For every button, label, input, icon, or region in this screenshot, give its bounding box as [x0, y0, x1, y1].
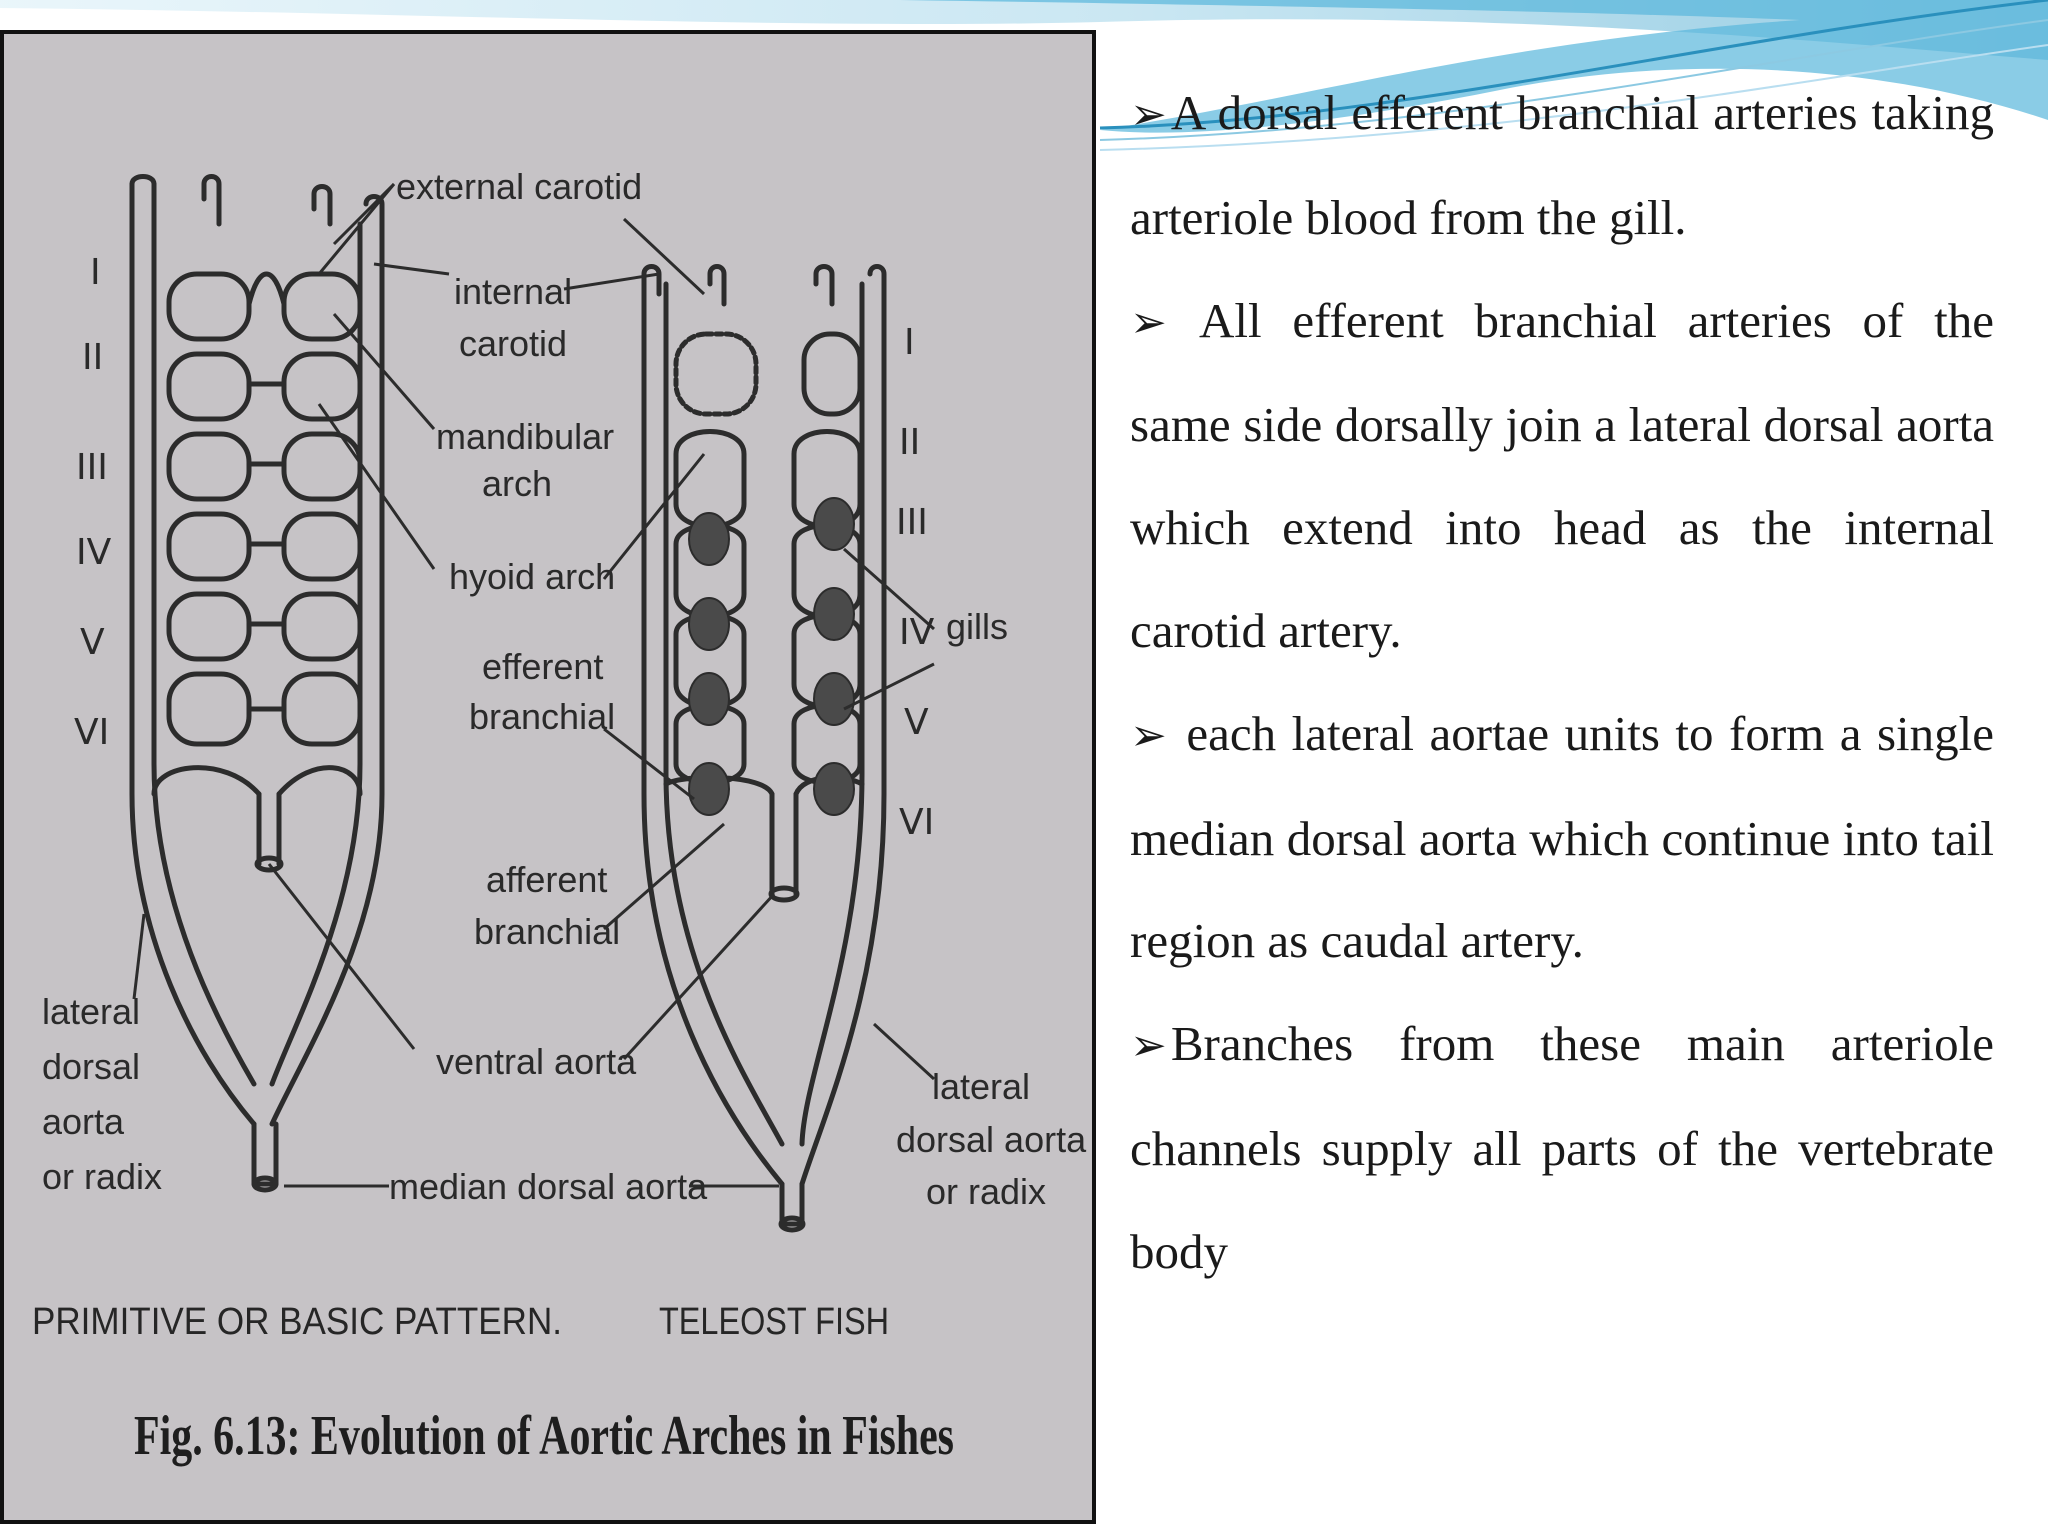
label-efferent-2: branchial	[469, 696, 615, 737]
label-lateral-right-2: dorsal aorta	[896, 1119, 1087, 1160]
arrow-bullet-icon: ➢	[1130, 710, 1167, 760]
left-numeral-5: V	[80, 622, 105, 663]
left-lateral-aorta-outer-right	[269, 221, 385, 1127]
left-numeral-6: VI	[74, 712, 109, 753]
left-arches-column-b	[281, 271, 363, 747]
label-lateral-left-2: dorsal	[42, 1046, 140, 1087]
bullet-text: A dorsal efferent branchial arteries tak…	[1130, 85, 1994, 245]
label-afferent-1: afferent	[486, 859, 607, 900]
bullet-text: each lateral aortae units to form a sing…	[1130, 705, 1995, 969]
label-lateral-right-1: lateral	[932, 1066, 1030, 1107]
label-internal-carotid-2: carotid	[459, 323, 567, 364]
arrow-bullet-icon: ➢	[1130, 1021, 1167, 1071]
left-arches-column-a	[166, 271, 252, 747]
right-lateral-aorta-inner-left	[663, 281, 785, 1147]
gill-filaments	[688, 497, 855, 816]
left-numeral-2: II	[82, 337, 103, 378]
left-median-aorta-tube	[251, 1121, 279, 1187]
label-afferent-2: branchial	[474, 911, 620, 952]
bullet-text: All efferent branchial arteries of the s…	[1130, 292, 1995, 658]
right-numeral-4: IV	[899, 612, 935, 653]
right-pattern-title: TELEOST FISH	[659, 1301, 889, 1343]
right-lateral-aorta-outer-left	[641, 281, 785, 1187]
label-gills: gills	[946, 606, 1008, 647]
right-median-aorta-tube	[779, 1181, 805, 1227]
right-lateral-aorta-outer-right	[799, 281, 887, 1187]
bullet-3: ➢ each lateral aortae units to form a si…	[1130, 683, 1994, 993]
bullet-4: ➢Branches from these main arteriole chan…	[1130, 993, 1994, 1303]
label-efferent-1: efferent	[482, 646, 603, 687]
right-ventral-aorta	[769, 791, 799, 897]
left-numeral-4: IV	[76, 532, 112, 573]
label-mandibular-1: mandibular	[436, 416, 614, 457]
label-lateral-left-3: aorta	[42, 1101, 125, 1142]
slide-bullets: ➢A dorsal efferent branchial arteries ta…	[1130, 62, 1994, 1304]
left-numeral-3: III	[76, 447, 108, 488]
label-mandibular-2: arch	[482, 463, 552, 504]
right-lateral-aorta-inner-right	[799, 281, 865, 1147]
right-numeral-3: III	[896, 502, 928, 543]
label-ventral-aorta: ventral aorta	[436, 1041, 637, 1082]
arrow-bullet-icon: ➢	[1130, 90, 1167, 139]
right-numeral-2: II	[899, 422, 920, 463]
label-hyoid-arch: hyoid arch	[449, 556, 615, 597]
left-numeral-1: I	[90, 252, 101, 293]
figure-caption: Fig. 6.13: Evolution of Aortic Arches in…	[134, 1405, 954, 1467]
header-wave-decoration	[0, 0, 2048, 151]
bullet-2: ➢ All efferent branchial arteries of the…	[1130, 270, 1994, 683]
aortic-arches-figure: external carotid internal carotid mandib…	[0, 30, 1096, 1524]
right-numeral-5: V	[904, 702, 929, 743]
label-median-dorsal-aorta: median dorsal aorta	[389, 1166, 708, 1207]
left-ventral-aorta	[256, 791, 282, 867]
label-lateral-left-4: or radix	[42, 1156, 162, 1197]
left-lateral-aorta-outer-left	[129, 181, 257, 1127]
bullet-text: Branches from these main arteriole chann…	[1130, 1016, 1994, 1279]
right-numeral-6: VI	[899, 802, 934, 843]
right-numeral-1: I	[904, 322, 915, 363]
left-lateral-aorta-inner-left	[151, 181, 257, 1087]
bullet-1: ➢A dorsal efferent branchial arteries ta…	[1130, 62, 1994, 270]
arrow-bullet-icon: ➢	[1130, 297, 1167, 347]
label-lateral-left-1: lateral	[42, 991, 140, 1032]
aortic-arches-diagram: external carotid internal carotid mandib…	[32, 166, 1087, 1467]
label-lateral-right-3: or radix	[926, 1171, 1046, 1212]
left-lateral-aorta-inner-right	[269, 221, 363, 1087]
label-internal-carotid-1: internal	[454, 271, 572, 312]
left-pattern-title: PRIMITIVE OR BASIC PATTERN.	[32, 1301, 562, 1343]
label-external-carotid: external carotid	[396, 166, 642, 207]
